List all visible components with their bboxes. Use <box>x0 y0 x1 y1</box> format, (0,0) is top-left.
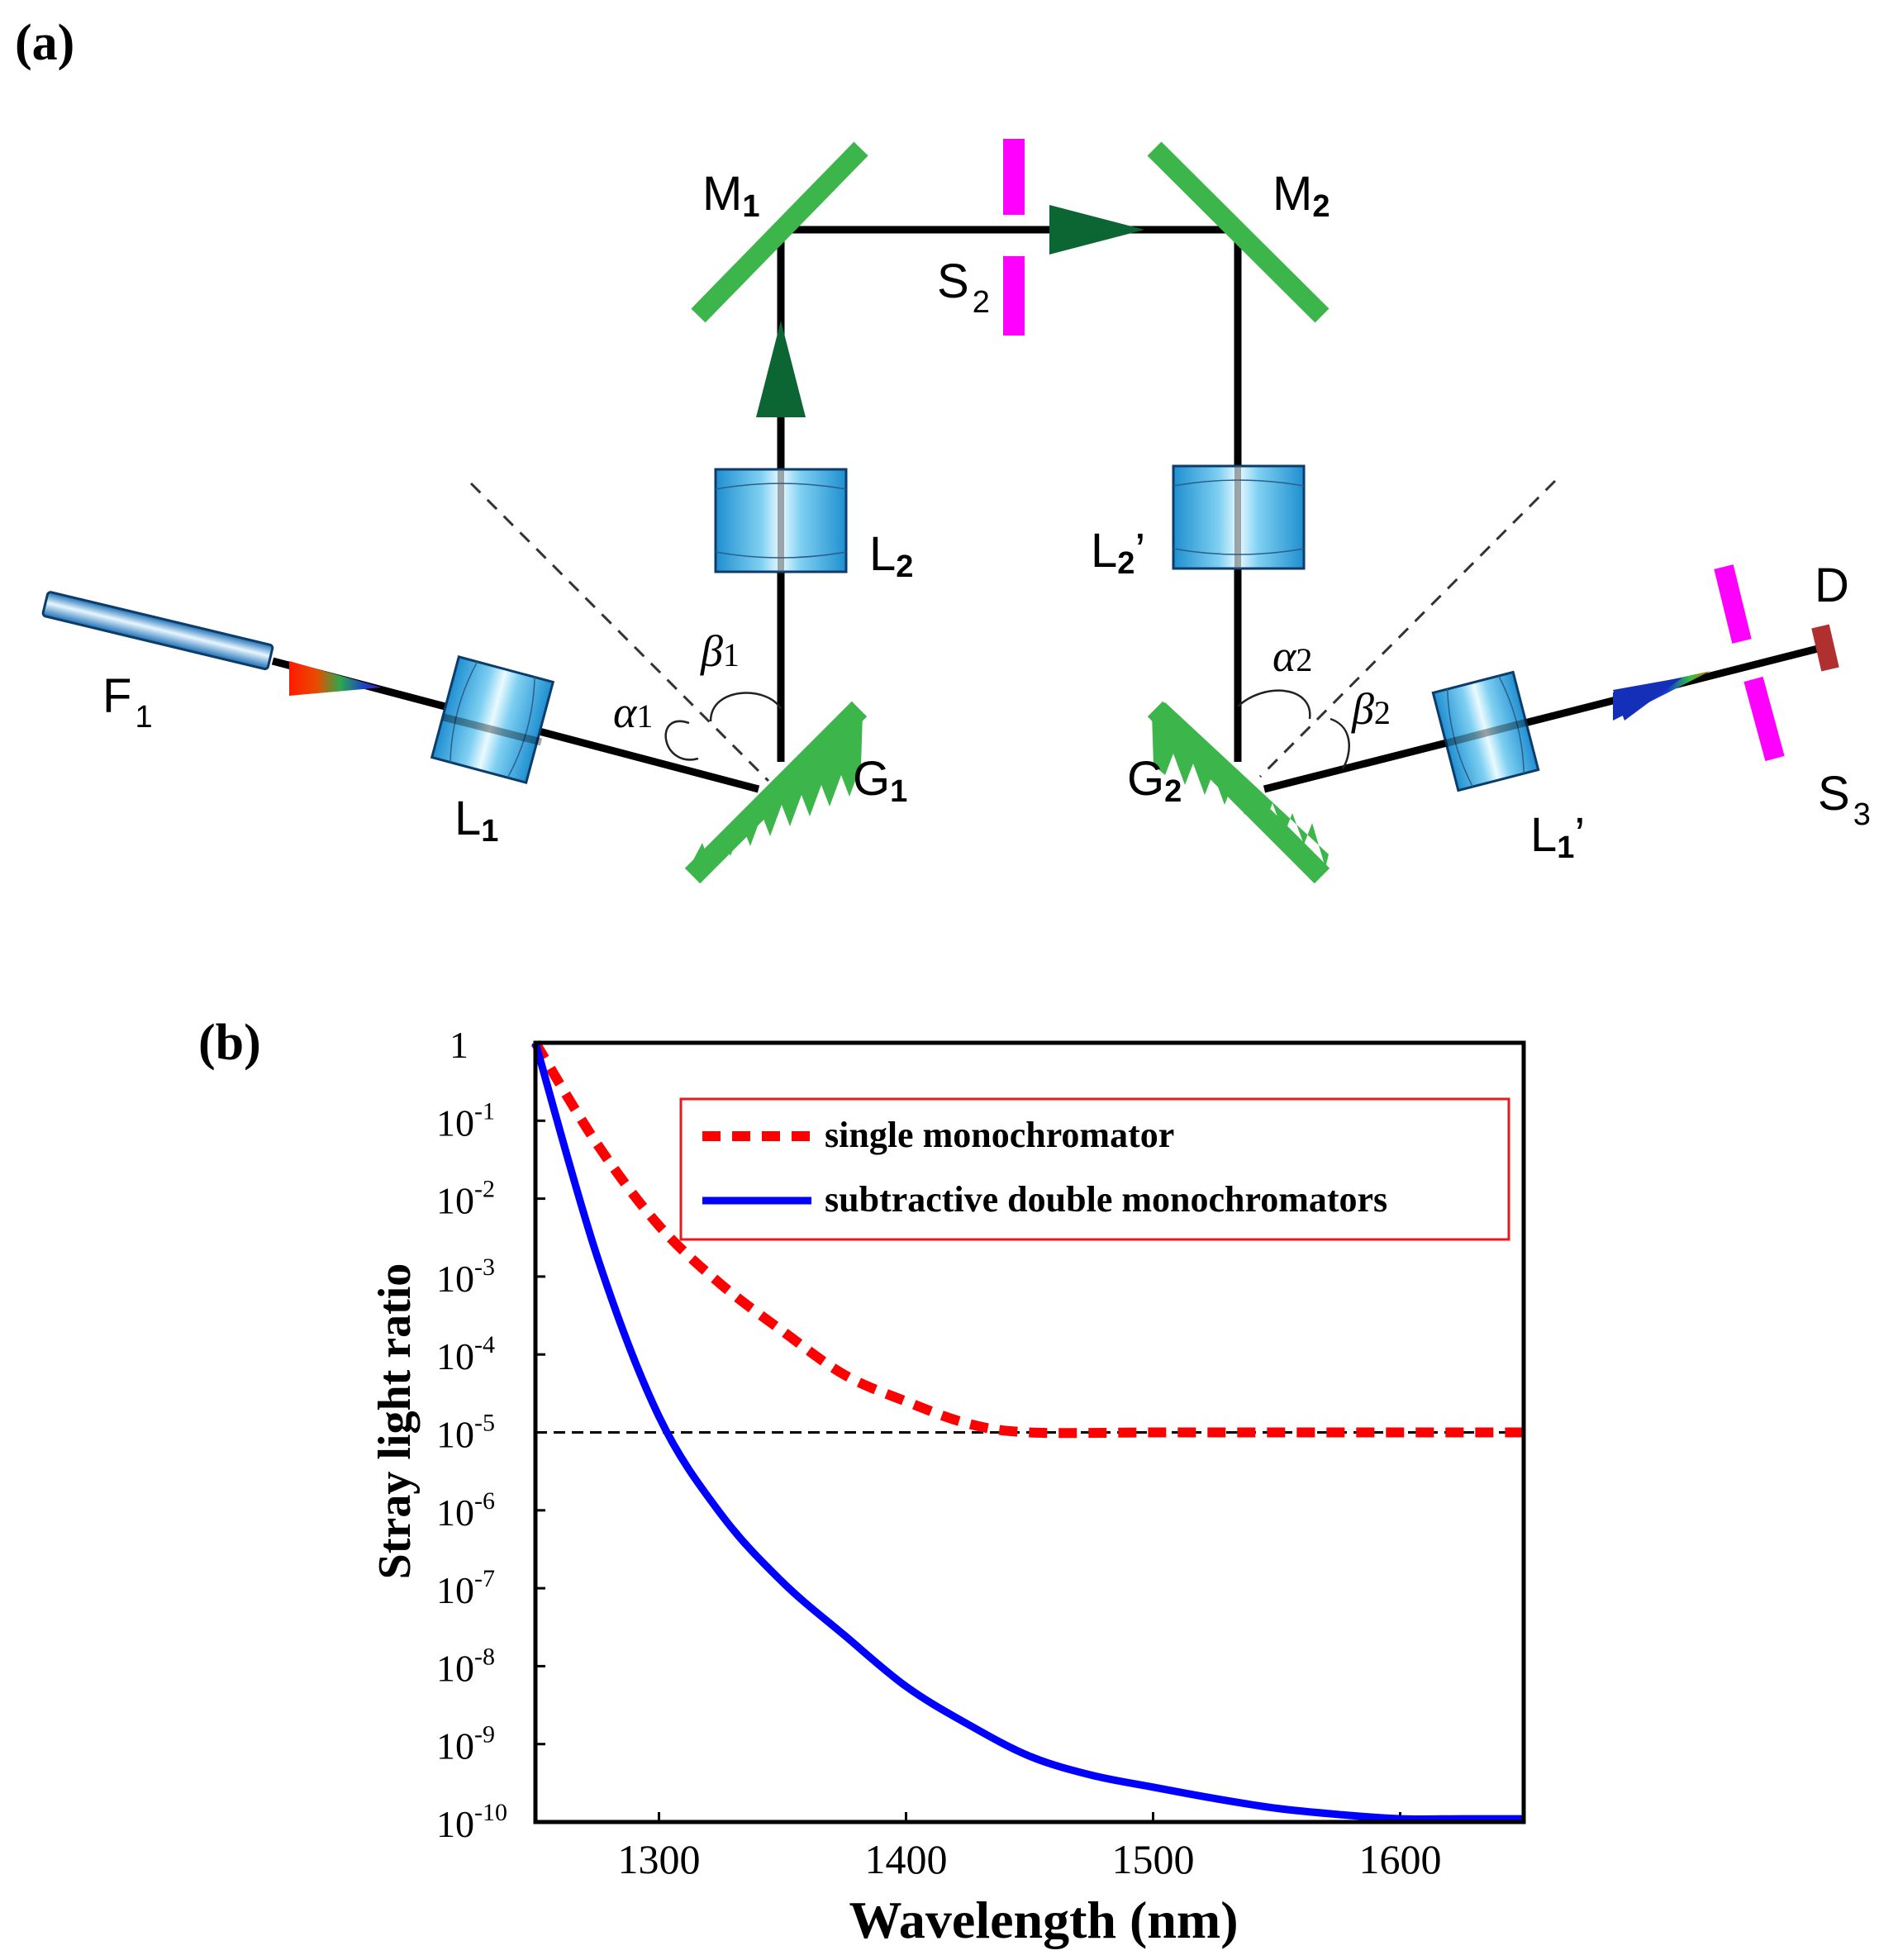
label-l1-prime: L1’ <box>1530 808 1585 865</box>
panel-b: (b) 1 10-1 10-2 10-3 10-4 10-5 10-6 10-7 10-8 10-… <box>198 1015 1526 1949</box>
plot-frame <box>533 1040 1526 1824</box>
y-tick-label: 10-6 <box>436 1487 495 1534</box>
beta-1-arc <box>709 692 783 722</box>
label-m1: M1 <box>702 167 759 224</box>
y-tick-label: 10-8 <box>436 1643 495 1689</box>
grating-2-normal-line <box>1258 479 1557 778</box>
beta-2-arc <box>1330 717 1350 769</box>
y-tick-label: 10-10 <box>436 1799 507 1845</box>
slit-s3 <box>1714 564 1785 762</box>
fiber-f1 <box>41 591 274 671</box>
y-tick-label: 10-4 <box>436 1331 495 1377</box>
y-tick-label: 10-7 <box>436 1565 495 1611</box>
output-arrow <box>1613 678 1682 721</box>
alpha-1-arc <box>664 720 699 761</box>
grating-g1 <box>684 701 868 884</box>
y-axis-ticks: 1 10-1 10-2 10-3 10-4 10-5 10-6 10-7 10-8 10-9 10-… <box>436 1024 545 1845</box>
input-spectrum-cone <box>289 661 382 696</box>
x-axis-ticks: 1300 1400 1500 1600 <box>618 1812 1442 1882</box>
panel-a: (a) <box>15 15 1871 884</box>
alpha-2-arc <box>1237 689 1311 720</box>
beam-arrow-right <box>1049 205 1144 255</box>
lens-l1 <box>430 655 555 784</box>
x-tick-label: 1300 <box>618 1836 701 1882</box>
label-beta-2: β2 <box>1351 684 1391 734</box>
x-tick-label: 1500 <box>1112 1836 1195 1882</box>
lens-l2-prime <box>1172 464 1306 570</box>
y-tick-label: 10-3 <box>436 1254 495 1300</box>
beam-arrow-up <box>756 321 806 417</box>
label-alpha-1: α1 <box>613 687 653 737</box>
detector-d <box>1811 624 1839 672</box>
series-single-monochromator <box>530 1039 1524 1439</box>
panel-a-label: (a) <box>15 15 74 71</box>
y-tick-label: 10-1 <box>436 1097 495 1144</box>
y-tick-label: 10-5 <box>436 1410 495 1456</box>
mirror-m2 <box>1147 141 1330 323</box>
label-m2: M2 <box>1272 167 1330 224</box>
legend-label-double: subtractive double monochromators <box>825 1179 1387 1220</box>
lens-l1-prime <box>1431 670 1540 792</box>
label-l1: L1 <box>454 792 498 849</box>
mirror-m1 <box>691 141 868 323</box>
panel-b-label: (b) <box>198 1015 261 1071</box>
slit-s2 <box>1003 139 1025 335</box>
label-l2-prime: L2’ <box>1091 524 1145 581</box>
y-tick-label: 10-2 <box>436 1176 495 1222</box>
x-tick-label: 1600 <box>1359 1836 1442 1882</box>
y-tick-label: 1 <box>450 1024 469 1066</box>
legend-box <box>679 1097 1510 1241</box>
y-tick-label: 10-9 <box>436 1721 495 1767</box>
x-axis-title: Wavelength (nm) <box>849 1891 1238 1949</box>
series-subtractive-double-monochromators <box>531 1041 1524 1823</box>
grating-g2 <box>1147 701 1330 884</box>
x-tick-label: 1400 <box>865 1836 948 1882</box>
label-g1: G1 <box>853 752 907 809</box>
stray-light-chart: 1 10-1 10-2 10-3 10-4 10-5 10-6 10-7 10-8 10-9 10-… <box>369 1024 1526 1949</box>
legend-label-single: single monochromator <box>825 1115 1174 1155</box>
y-axis-title: Stray light ratio <box>369 1263 421 1580</box>
beam-path-output <box>1263 645 1820 793</box>
lens-l2 <box>714 468 848 573</box>
grating-1-normal-line <box>469 482 770 783</box>
label-g2: G2 <box>1127 752 1182 809</box>
label-beta-1: β1 <box>700 626 740 676</box>
legend: single monochromator subtractive double … <box>679 1097 1510 1241</box>
label-l2: L2 <box>869 527 913 584</box>
label-alpha-2: α2 <box>1272 631 1312 681</box>
label-d: D <box>1815 559 1849 612</box>
